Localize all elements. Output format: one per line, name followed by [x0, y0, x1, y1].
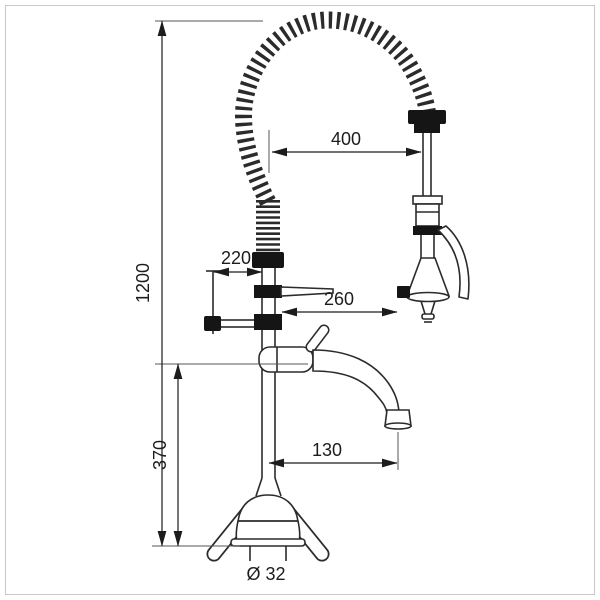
spray-neck: [420, 235, 435, 258]
riser-column: [252, 252, 334, 478]
column-flare: [255, 477, 282, 497]
dimension-bracket-width: 220: [213, 248, 263, 277]
base-lip: [230, 538, 306, 547]
drawing-frame: [5, 5, 595, 595]
dimension-layer: 1200 370 400 220 260 130 Ø 32: [133, 20, 422, 584]
spout-tube: [312, 349, 400, 414]
spray-lever: [437, 225, 470, 300]
bracket-knob: [204, 316, 221, 331]
dim-label-1200: 1200: [133, 263, 153, 303]
spout-base: [258, 346, 314, 373]
wall-bracket: [204, 270, 256, 334]
dimension-spout-reach: 130: [268, 440, 398, 468]
dimension-spout-height: 370: [150, 363, 183, 547]
hose-coil: [235, 11, 437, 254]
swing-spout: [258, 324, 412, 430]
spray-head: [397, 110, 470, 323]
spray-bell: [405, 257, 451, 297]
base-dome: [237, 494, 299, 523]
holder-pin: [280, 286, 334, 297]
spray-knob: [397, 286, 410, 298]
spray-tip-disc: [421, 313, 435, 320]
mixer-base: [206, 477, 330, 562]
dimension-shank-diameter: Ø 32: [246, 564, 285, 584]
dim-label-130: 130: [312, 440, 342, 460]
dimension-spray-offset: 260: [281, 289, 398, 317]
spout-lever: [305, 324, 330, 353]
spray-face-rim: [406, 291, 450, 303]
column-clamp-lower: [254, 314, 282, 330]
spray-coupling-lower: [414, 124, 440, 133]
valve-body: [415, 203, 440, 227]
hose-coil-path: [235, 11, 437, 206]
dim-label-220: 220: [221, 248, 251, 268]
dim-label-260: 260: [324, 289, 354, 309]
spout-aerator-rim: [384, 422, 412, 430]
dim-label-370: 370: [150, 440, 170, 470]
column-clamp-upper: [254, 285, 282, 298]
valve-flange: [412, 195, 443, 205]
valve-band: [413, 226, 442, 235]
bracket-arm: [218, 319, 256, 328]
dimension-overall-height: 1200: [133, 20, 167, 547]
hose-nut: [252, 252, 284, 268]
dim-label-400: 400: [331, 129, 361, 149]
spray-coupling: [408, 110, 446, 124]
dimension-hose-top-offset: 400: [271, 129, 422, 157]
mounting-shank: [249, 546, 287, 561]
spray-tip-sides: [420, 300, 436, 315]
dim-label-diameter-32: Ø 32: [246, 564, 285, 584]
